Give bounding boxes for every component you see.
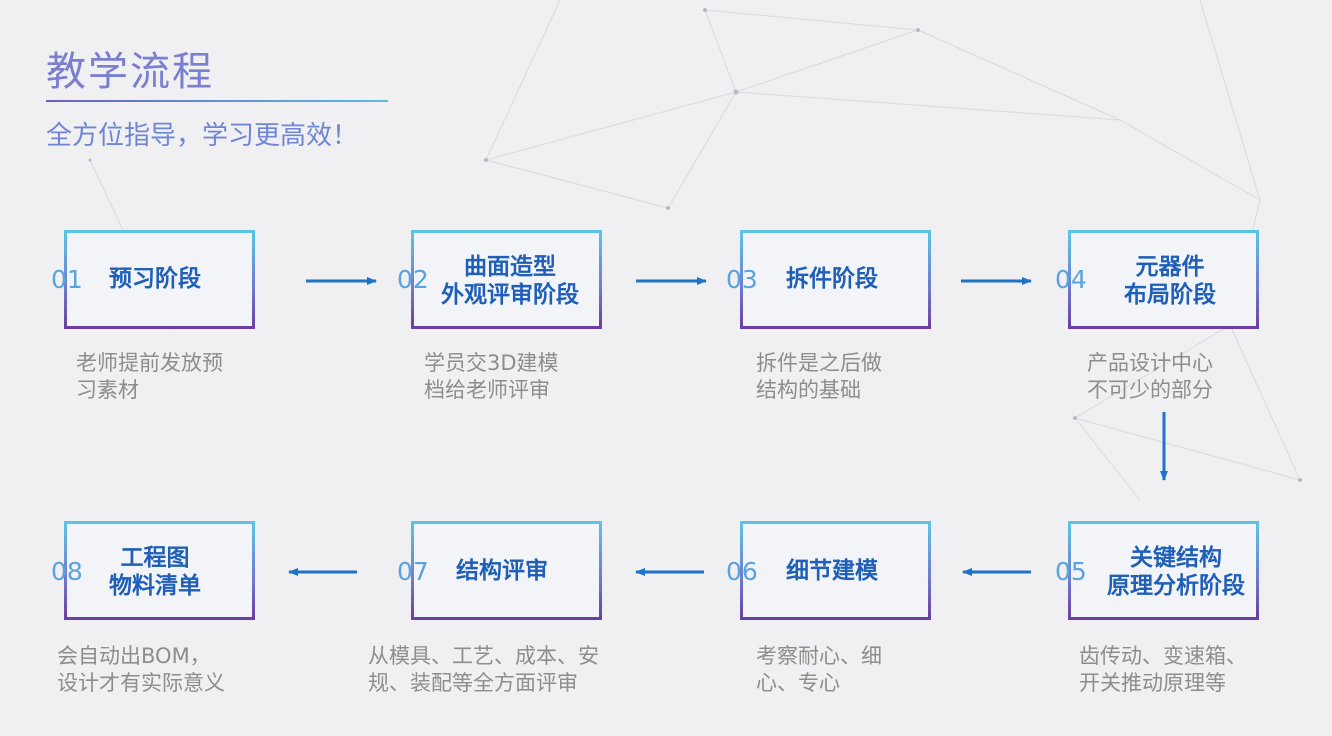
step-06-label: 细节建模 xyxy=(786,558,878,584)
page-subtitle: 全方位指导，学习更高效！ xyxy=(46,121,359,151)
step-03-description: 拆件是之后做结构的基础 xyxy=(756,351,882,402)
step-01-box xyxy=(64,230,255,329)
step-04-label: 元器件布局阶段 xyxy=(1124,254,1216,308)
step-08-label: 工程图物料清单 xyxy=(109,545,201,599)
step-07-box xyxy=(411,521,602,620)
step-02-label: 曲面造型外观评审阶段 xyxy=(441,254,579,308)
step-07-label: 结构评审 xyxy=(456,558,548,584)
step-08-description: 会自动出BOM，设计才有实际意义 xyxy=(57,644,225,695)
step-04-description: 产品设计中心不可少的部分 xyxy=(1087,351,1213,402)
step-02-number: 02 xyxy=(397,265,429,294)
step-05-label: 关键结构原理分析阶段 xyxy=(1107,545,1245,599)
step-06-box xyxy=(740,521,931,620)
step-06-number: 06 xyxy=(726,557,758,586)
title-underline xyxy=(46,100,388,102)
step-08-box xyxy=(64,521,255,620)
step-05-description: 齿传动、变速箱、开关推动原理等 xyxy=(1079,644,1247,695)
step-02-description: 学员交3D建模档给老师评审 xyxy=(424,351,559,402)
step-03-box xyxy=(740,230,931,329)
step-08-number: 08 xyxy=(51,557,83,586)
step-03-label: 拆件阶段 xyxy=(786,266,878,292)
step-01-label: 预习阶段 xyxy=(109,266,201,292)
page-title: 教学流程 xyxy=(46,49,214,95)
step-03-number: 03 xyxy=(726,265,758,294)
step-07-number: 07 xyxy=(397,557,429,586)
step-04-number: 04 xyxy=(1055,265,1087,294)
step-01-number: 01 xyxy=(51,265,83,294)
step-05-box xyxy=(1068,521,1259,620)
step-05-number: 05 xyxy=(1055,557,1087,586)
step-04-box xyxy=(1068,230,1259,329)
step-01-description: 老师提前发放预习素材 xyxy=(76,351,223,402)
step-07-description: 从模具、工艺、成本、安规、装配等全方面评审 xyxy=(368,644,599,695)
step-06-description: 考察耐心、细心、专心 xyxy=(756,644,882,695)
step-02-box xyxy=(411,230,602,329)
